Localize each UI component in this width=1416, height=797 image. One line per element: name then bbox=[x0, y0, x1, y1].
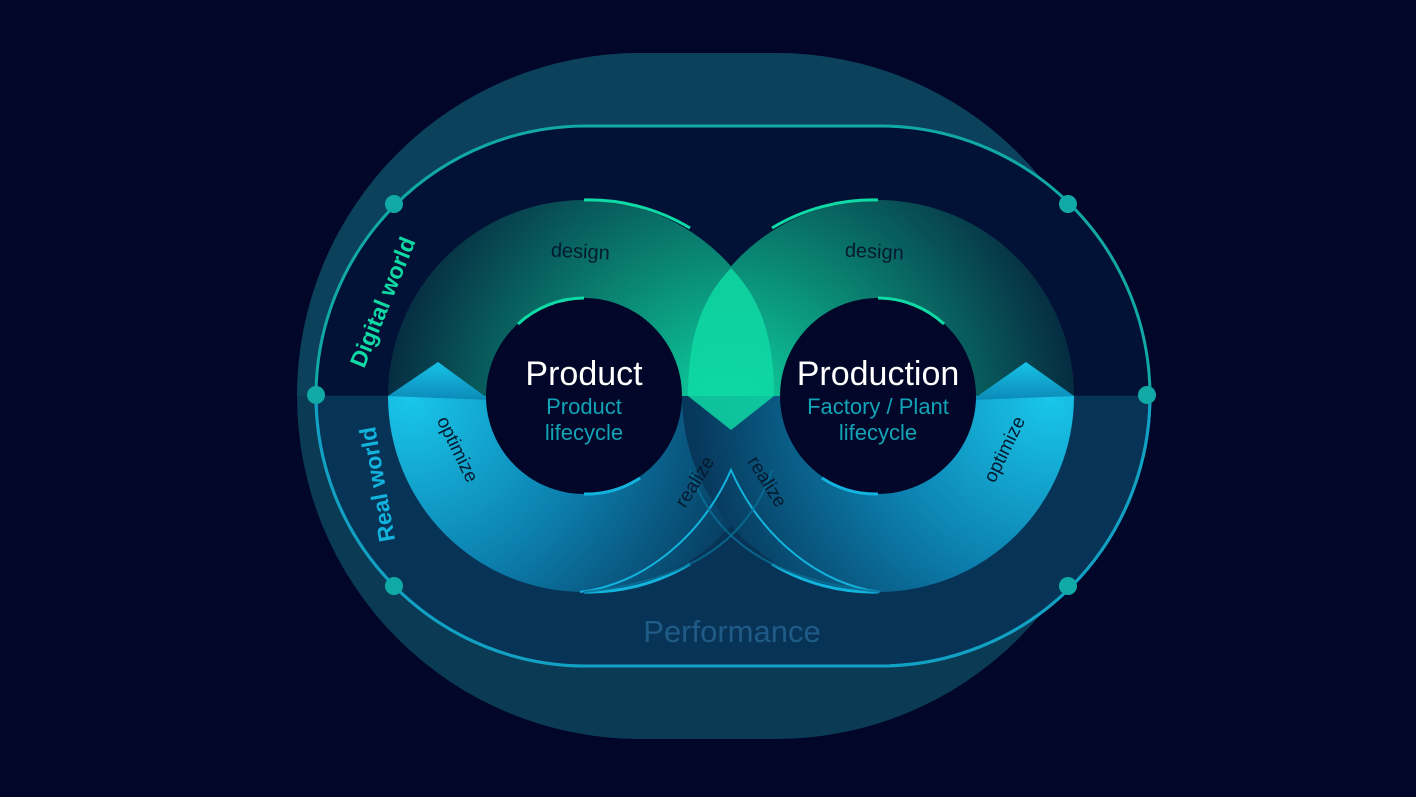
node-top-right bbox=[1059, 195, 1077, 213]
production-hub-accent bbox=[877, 296, 946, 326]
product-hub-accent-bottom bbox=[583, 476, 641, 496]
product-hub bbox=[486, 298, 682, 494]
node-bottom-right bbox=[1059, 577, 1077, 595]
production-hub bbox=[780, 298, 976, 494]
loop-crossing bbox=[579, 268, 881, 593]
production-stage-design: design bbox=[844, 239, 904, 264]
production-hub-accent-bottom bbox=[821, 476, 879, 496]
track-nodes bbox=[307, 195, 1156, 595]
node-mid-right bbox=[1138, 386, 1156, 404]
product-title: Product bbox=[525, 355, 643, 393]
production-title: Production bbox=[797, 355, 960, 393]
node-top-left bbox=[385, 195, 403, 213]
product-subtitle-line1: Product bbox=[546, 394, 622, 419]
production-subtitle-line2: lifecycle bbox=[839, 420, 917, 445]
node-mid-left bbox=[307, 386, 325, 404]
node-bottom-left bbox=[385, 577, 403, 595]
production-subtitle-line1: Factory / Plant bbox=[807, 394, 949, 419]
product-subtitle-line2: lifecycle bbox=[545, 420, 623, 445]
performance-label: Performance bbox=[643, 614, 820, 649]
product-stage-design: design bbox=[550, 239, 610, 264]
product-hub-accent bbox=[516, 296, 585, 326]
